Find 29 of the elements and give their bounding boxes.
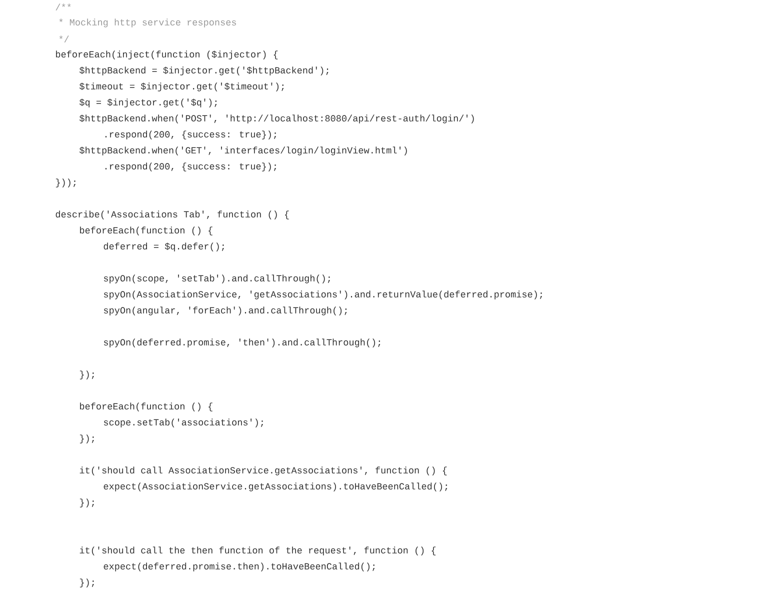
comment-line: /** [56,4,71,10]
code-line: .respond(200, {success: true}); [105,162,276,172]
code-line: spyOn(scope, 'setTab').and.callThrough(); [104,274,330,284]
code-line: }); [80,434,94,444]
code-line: beforeEach(function () { [80,226,212,236]
code-line: beforeEach(inject(function ($injector) { [56,50,278,60]
code-line: it('should call AssociationService.getAssociations', function () { [80,466,447,476]
code-line: $httpBackend.when('POST', 'http://localhost:8080/api/rest-auth/login/') [80,114,474,124]
code-line: describe('Associations Tab', function () { [56,210,289,220]
code-line: }); [80,498,94,508]
comment-line: * Mocking http service responses [59,18,236,28]
code-line: expect(AssociationService.getAssociations).toHaveBeenCalled(); [104,482,448,492]
code-line: })); [56,178,76,188]
code-line: .respond(200, {success: true}); [105,130,276,140]
code-line: deferred = $q.defer(); [104,242,224,252]
code-line: scope.setTab('associations'); [104,418,264,428]
comment-line: */ [59,36,69,42]
code-line: }); [80,370,94,380]
code-line: }); [80,578,94,588]
code-line: $httpBackend.when('GET', 'interfaces/login/loginView.html') [80,146,407,156]
code-line: spyOn(AssociationService, 'getAssociations').and.returnValue(deferred.promise); [104,290,542,300]
code-line: $timeout = $injector.get('$timeout'); [80,82,284,92]
code-line: it('should call the then function of the request', function () { [80,546,436,556]
code-line: beforeEach(function () { [80,402,212,412]
code-line: spyOn(angular, 'forEach').and.callThrough(); [104,306,347,316]
code-line: $q = $injector.get('$q'); [80,98,217,108]
code-line: $httpBackend = $injector.get('$httpBackend'); [80,66,328,76]
code-line: spyOn(deferred.promise, 'then').and.callThrough(); [104,338,380,348]
code-line: expect(deferred.promise.then).toHaveBeenCalled(); [104,562,375,572]
